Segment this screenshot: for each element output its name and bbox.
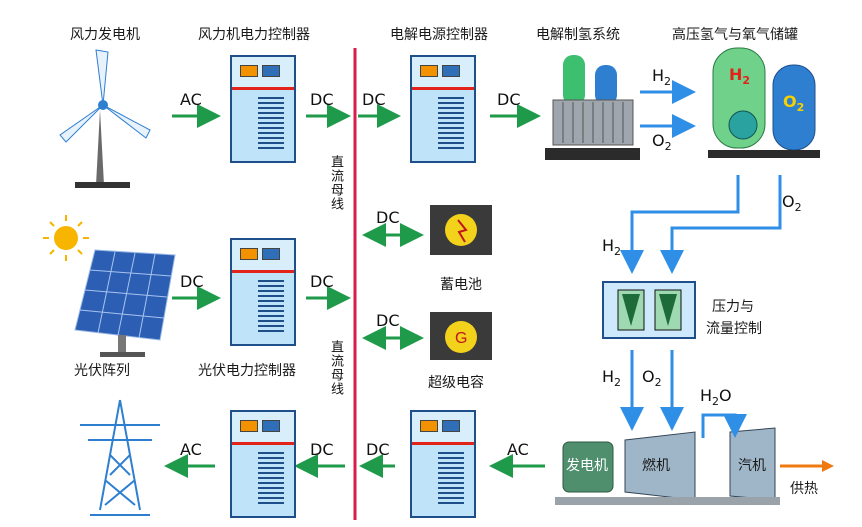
label-generator: 发电机 (566, 458, 608, 474)
turbine-train-icon (555, 427, 780, 505)
blue-flow-arrows (620, 80, 782, 438)
label-electrolysis-system: 电解制氢系统 (536, 27, 620, 43)
chem-o2-right: O2 (782, 192, 802, 215)
label-pressure-line1: 压力与 (712, 299, 754, 315)
flow-dc-4: DC (366, 440, 390, 459)
generator-controller-cabinet (410, 410, 476, 518)
flow-dc-5: DC (310, 440, 334, 459)
label-storage-tanks: 高压氢气与氧气储罐 (672, 27, 798, 43)
label-heat-supply: 供热 (790, 481, 818, 497)
storage-tanks-icon (708, 47, 820, 158)
sun-icon (43, 215, 89, 261)
label-battery: 蓄电池 (440, 277, 482, 293)
flow-ac-grid: AC (180, 440, 202, 459)
label-turbine: 汽机 (738, 458, 766, 474)
flow-ac-wind: AC (180, 90, 202, 109)
pv-controller-cabinet (230, 238, 296, 346)
label-pressure-line2: 流量控制 (706, 321, 762, 337)
label-dc-bus-top: 直流母线 (328, 155, 343, 211)
chem-o2-top: O2 (652, 131, 672, 154)
label-supercap: 超级电容 (428, 375, 484, 391)
chem-h2-left: H2 (602, 236, 622, 259)
tank-h2-mark: H2 (729, 65, 751, 88)
chem-h2-bottom: H2 (602, 367, 622, 390)
wind-turbine-icon (59, 49, 151, 188)
chem-h2-top: H2 (652, 66, 672, 89)
green-flow-arrows (164, 104, 545, 478)
flow-dc-pv-bus: DC (310, 272, 334, 291)
transmission-tower-icon (80, 399, 160, 516)
pressure-flow-control-box (602, 281, 696, 339)
heat-arrow-head (822, 460, 834, 472)
svg-text:G: G (455, 330, 467, 347)
label-pv-controller: 光伏电力控制器 (198, 363, 296, 379)
wind-controller-cabinet (230, 55, 296, 163)
flow-dc-3: DC (497, 90, 521, 109)
label-wind-generator: 风力发电机 (70, 27, 140, 43)
electrolysis-controller-cabinet (410, 55, 476, 163)
flow-dc-2: DC (362, 90, 386, 109)
chem-o2-bottom: O2 (642, 367, 662, 390)
tank-o2-mark: O2 (783, 92, 805, 115)
label-wind-controller: 风力机电力控制器 (198, 27, 310, 43)
battery-icon (430, 205, 492, 255)
flow-dc-battery: DC (376, 208, 400, 227)
flow-ac-generator: AC (507, 440, 529, 459)
flow-dc-pv: DC (180, 272, 204, 291)
label-combustor: 燃机 (642, 458, 670, 474)
grid-inverter-cabinet (230, 410, 296, 518)
flow-dc-supercap: DC (376, 311, 400, 330)
label-dc-bus-bottom: 直流母线 (328, 340, 343, 396)
chem-h2o: H2O (700, 386, 732, 409)
supercap-icon: G (430, 312, 492, 360)
label-electrolysis-controller: 电解电源控制器 (390, 27, 488, 43)
label-pv-array: 光伏阵列 (74, 363, 130, 379)
flow-dc-1: DC (310, 90, 334, 109)
electrolyzer-icon (545, 55, 640, 160)
pv-panel-icon (74, 249, 176, 357)
